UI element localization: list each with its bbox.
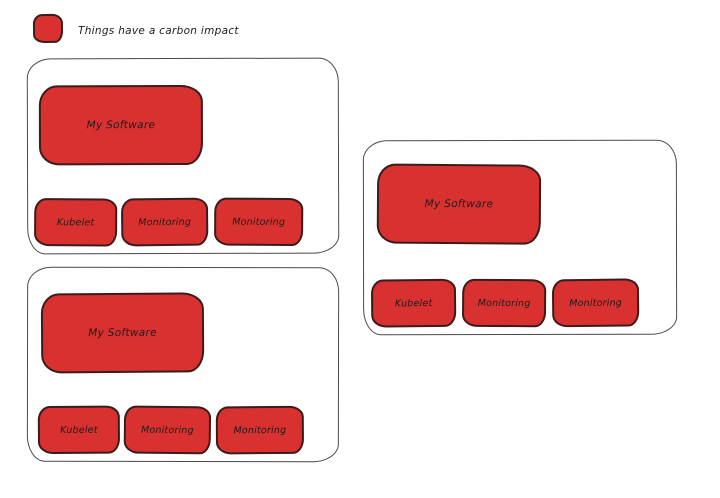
my-software-box: My Software (40, 292, 205, 374)
kubelet-box: Kubelet (34, 198, 118, 247)
my-software-box: My Software (376, 163, 542, 245)
kubelet-label: Kubelet (56, 216, 95, 228)
monitoring-box: Monitoring (123, 405, 212, 455)
monitoring-label: Monitoring (569, 297, 623, 309)
kubelet-label: Kubelet (60, 424, 98, 436)
monitoring-label: Monitoring (140, 424, 194, 436)
monitoring-box: Monitoring (551, 278, 640, 328)
my-software-label: My Software (86, 119, 156, 132)
monitoring-box: Monitoring (461, 278, 547, 328)
monitoring-label: Monitoring (233, 424, 287, 436)
my-software-label: My Software (424, 197, 494, 211)
node-container-3: My Software Kubelet Monitoring Monitorin… (362, 139, 678, 336)
monitoring-label: Monitoring (477, 297, 531, 309)
my-software-label: My Software (88, 326, 157, 340)
monitoring-label: Monitoring (138, 216, 192, 228)
kubelet-box: Kubelet (370, 278, 457, 328)
monitoring-box: Monitoring (120, 197, 209, 247)
kubelet-box: Kubelet (37, 405, 121, 455)
kubelet-label: Kubelet (394, 297, 433, 309)
node-container-2: My Software Kubelet Monitoring Monitorin… (26, 266, 340, 463)
carbon-impact-swatch-icon (32, 13, 64, 44)
node-container-1: My Software Kubelet Monitoring Monitorin… (26, 57, 340, 255)
legend-label: Things have a carbon impact (78, 25, 239, 37)
monitoring-label: Monitoring (232, 216, 286, 228)
monitoring-box: Monitoring (214, 197, 304, 247)
my-software-box: My Software (38, 84, 204, 166)
monitoring-box: Monitoring (215, 405, 305, 455)
